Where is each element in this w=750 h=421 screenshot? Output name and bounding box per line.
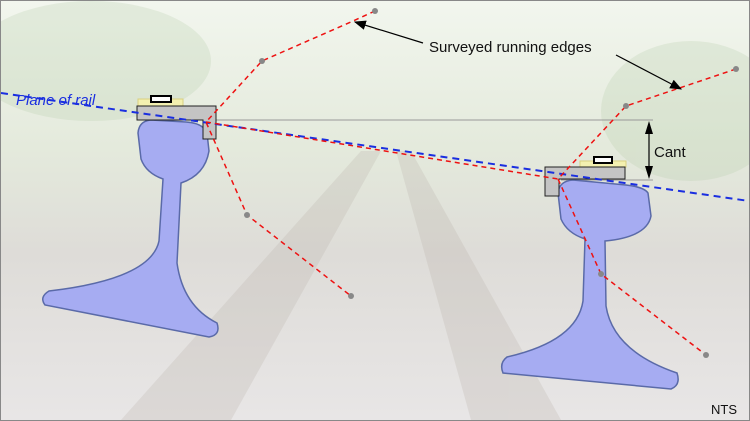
left-rail: [42, 119, 219, 338]
plane-of-rail-line: [1, 92, 749, 202]
annotation-arrow-right: [615, 54, 683, 90]
plane-of-rail-label: Plane of rail: [16, 92, 96, 109]
right-survey-line: [557, 68, 737, 356]
cant-arrowheads: [645, 121, 653, 179]
surveyed-running-edges-label: Surveyed running edges: [429, 39, 592, 56]
annotation-arrow-left: [353, 20, 424, 44]
nts-label: NTS: [711, 402, 737, 417]
left-survey-line: [205, 10, 376, 297]
spirit-level-bubble: [593, 156, 613, 164]
left-gauge: [136, 95, 217, 140]
cross-survey-line: [205, 121, 559, 180]
survey-points: [244, 8, 739, 358]
cant-label: Cant: [654, 144, 687, 161]
right-rail: [500, 179, 679, 390]
spirit-level-bubble: [150, 95, 172, 103]
surveyed-running-edges: [205, 10, 737, 356]
